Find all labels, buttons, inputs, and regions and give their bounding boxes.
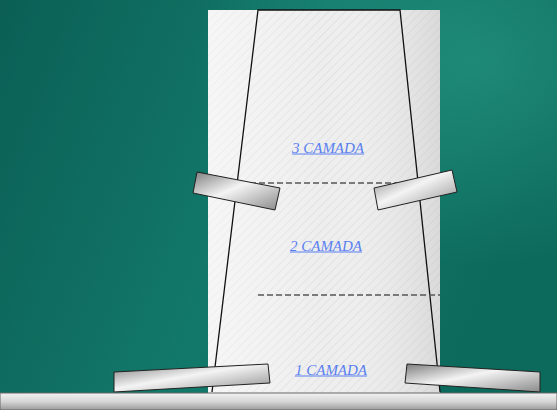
form-tie	[405, 364, 540, 392]
base-slab	[0, 393, 557, 410]
layer-joint	[258, 294, 440, 295]
form-tie	[193, 172, 280, 210]
layer-label: 2 CAMADA	[290, 238, 362, 255]
form-tie	[374, 170, 457, 210]
form-tie	[114, 364, 270, 392]
layer-label: 1 CAMADA	[295, 362, 367, 379]
layer-joint	[250, 182, 400, 183]
layer-label: 3 CAMADA	[292, 140, 364, 157]
